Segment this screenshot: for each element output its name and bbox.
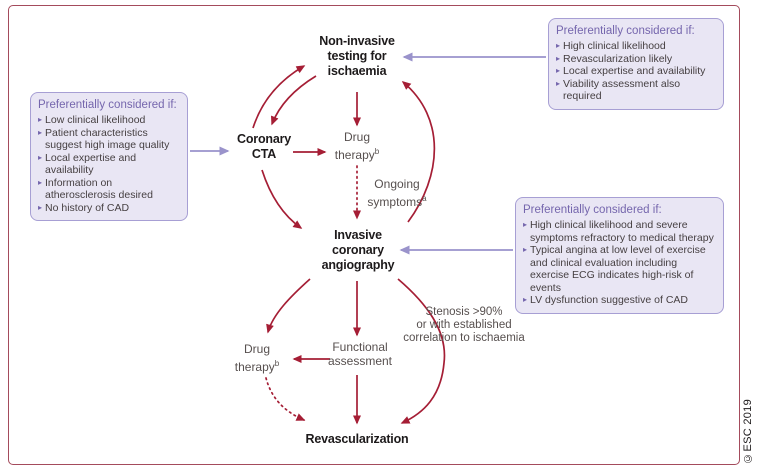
bullet-item: ▸Typical angina at low level of exercise…: [523, 244, 706, 294]
bullet-item: ▸Patient characteristics suggest high im…: [38, 126, 170, 152]
footnote-b: b: [374, 146, 380, 156]
arrow-testing-to-cta-curve: [270, 75, 317, 126]
node-drug-therapy-top: Drug therapyb: [334, 130, 380, 162]
bullet-item: ▸Local expertise and availability: [556, 65, 706, 77]
arrow-cta-to-invasive-curve: [261, 169, 303, 229]
triangle-bullet-icon: ▸: [556, 41, 561, 50]
label-ongoing-symptoms: Ongoing symptomsa: [367, 177, 427, 209]
diagram-border-frame: [8, 5, 740, 465]
considered-box-mid-right: Preferentially considered if: ▸High clin…: [515, 197, 724, 314]
box-header: Preferentially considered if:: [523, 204, 662, 216]
arrow-invasive-to-testing-curve: [401, 81, 436, 223]
arrow-invasive-to-revascularization-stenosis-curve: [397, 278, 446, 424]
node-coronary-cta: Coronary CTA: [237, 132, 291, 161]
bullet-item: ▸High clinical likelihood and severe sym…: [523, 219, 714, 244]
node-drug-therapy-bottom: Drug therapyb: [234, 342, 280, 374]
triangle-bullet-icon: ▸: [556, 78, 561, 88]
box-header: Preferentially considered if:: [38, 99, 177, 111]
esc-copyright: ©ESC 2019: [742, 399, 754, 464]
label-stenosis: Stenosis >90% or with established correl…: [403, 306, 525, 344]
arrow-cta-to-testing-curve: [252, 65, 306, 129]
bullet-item: ▸No history of CAD: [38, 201, 130, 214]
considered-box-top-right: Preferentially considered if: ▸High clin…: [548, 18, 724, 110]
bullet-item: ▸High clinical likelihood: [556, 40, 666, 52]
node-functional-assessment: Functional assessment: [327, 340, 393, 368]
triangle-bullet-icon: ▸: [556, 53, 561, 63]
node-noninvasive-testing: Non-invasive testing for ischaemia: [319, 34, 395, 78]
considered-box-left: Preferentially considered if: ▸Low clini…: [30, 92, 188, 221]
box-header: Preferentially considered if:: [556, 25, 695, 37]
bullet-item: ▸LV dysfunction suggestive of CAD: [523, 294, 688, 306]
bullet-item: ▸Viability assessment also required: [556, 77, 681, 103]
triangle-bullet-icon: ▸: [523, 220, 528, 229]
triangle-bullet-icon: ▸: [38, 152, 43, 162]
triangle-bullet-icon: ▸: [556, 66, 561, 75]
triangle-bullet-icon: ▸: [38, 127, 43, 137]
triangle-bullet-icon: ▸: [523, 245, 528, 254]
bullet-item: ▸Local expertise and availability: [38, 151, 137, 177]
bullet-item: ▸Information on atherosclerosis desired: [38, 176, 153, 202]
node-invasive-angiography: Invasive coronary angiography: [321, 228, 395, 272]
triangle-bullet-icon: ▸: [38, 202, 43, 212]
node-revascularization: Revascularization: [305, 432, 409, 446]
bullet-item: ▸Revascularization likely: [556, 52, 673, 65]
triangle-bullet-icon: ▸: [523, 295, 528, 304]
footnote-a: a: [422, 193, 427, 203]
bullet-item: ▸Low clinical likelihood: [38, 114, 146, 126]
triangle-bullet-icon: ▸: [38, 115, 43, 124]
arrow-invasive-to-drug-therapy-curve: [266, 278, 311, 334]
footnote-b: b: [274, 358, 280, 368]
arrow-drug-therapy-to-revascularization-dotted: [265, 377, 306, 421]
triangle-bullet-icon: ▸: [38, 177, 43, 187]
